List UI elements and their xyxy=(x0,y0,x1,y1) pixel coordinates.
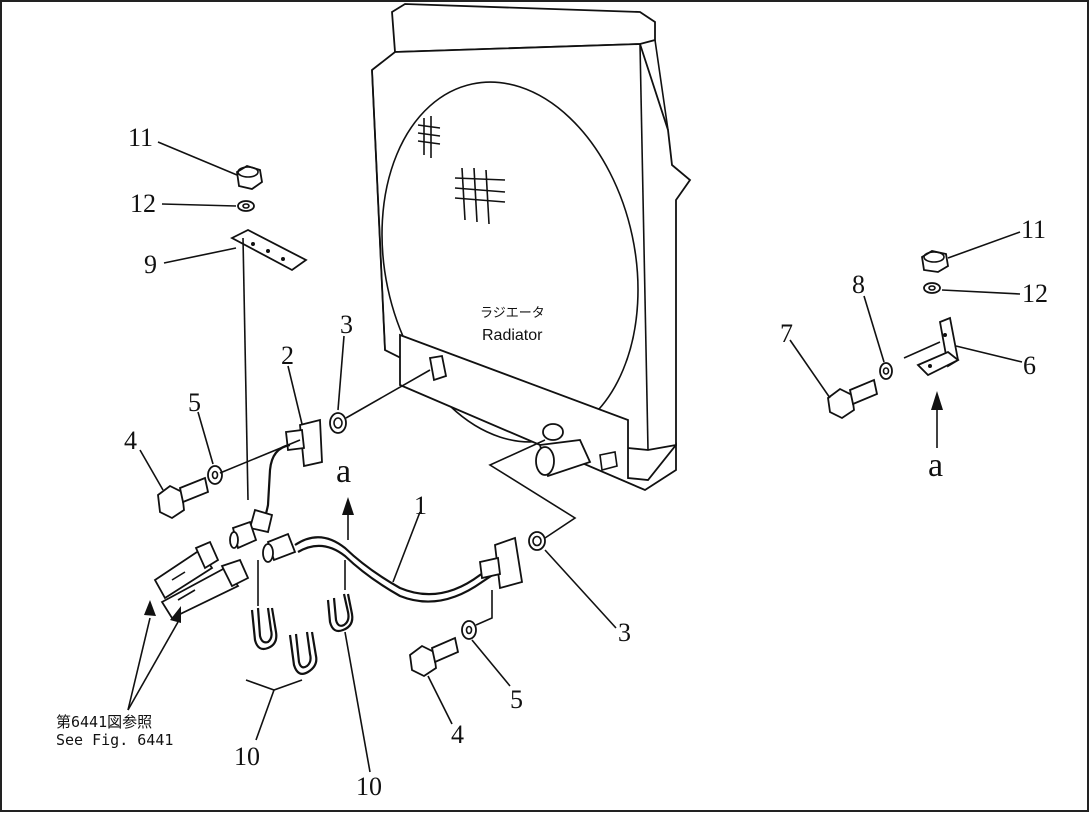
callout-o-ring-lower: 3 xyxy=(618,618,631,647)
callout-lockwasher-left: 12 xyxy=(130,189,156,218)
plate-left xyxy=(230,228,308,272)
assembly-line-bolt-lower xyxy=(475,590,493,626)
view-arrow-right xyxy=(931,391,943,448)
callout-washer-right: 8 xyxy=(852,270,865,299)
callout-nut-right: 11 xyxy=(1021,215,1046,244)
callout-o-ring-upper: 3 xyxy=(340,310,353,339)
u-clamp-left-b xyxy=(288,631,318,675)
bracket-right xyxy=(916,316,960,377)
hose-elbow-left xyxy=(248,508,274,534)
lockwasher-left xyxy=(237,200,255,212)
callout-washer-left: 5 xyxy=(188,388,201,417)
fitting-left-b xyxy=(262,532,297,563)
callout-flange: 2 xyxy=(281,341,294,370)
callout-pipe: 1 xyxy=(414,491,427,520)
radiator-bottom-tank xyxy=(399,333,677,492)
callout-lockwasher-right: 12 xyxy=(1022,279,1048,308)
radiator-left-edge xyxy=(371,69,386,351)
fitting-left-a xyxy=(229,520,258,550)
leader-lines xyxy=(127,141,1023,773)
flange-lower xyxy=(479,536,524,590)
assembly-line-bracket xyxy=(903,341,941,359)
assembly-line-o-ring-upper xyxy=(345,369,431,419)
u-clamp-left-a xyxy=(250,607,278,651)
washer-lower xyxy=(461,620,477,640)
bolt-left xyxy=(157,476,210,520)
o-ring-lower xyxy=(528,531,546,551)
nut-right xyxy=(921,250,949,273)
o-ring-upper xyxy=(329,412,347,434)
assembly-line-plate xyxy=(242,237,249,501)
reference-note-en: See Fig. 6441 xyxy=(56,731,173,749)
washer-left xyxy=(207,465,223,485)
view-marker-right: a xyxy=(928,447,943,484)
hose-ends-left xyxy=(153,540,250,620)
radiator-outlet-upper xyxy=(428,354,448,382)
callout-bolt-lower: 4 xyxy=(451,720,464,749)
assembly-line-o-ring-lower xyxy=(488,439,577,539)
view-marker-center: a xyxy=(336,453,351,490)
arrowhead-hose-a xyxy=(144,600,156,616)
arrowhead-hose-b xyxy=(170,606,181,623)
washer-right xyxy=(879,362,893,380)
core-hatching-center xyxy=(454,167,506,225)
radiator-label-jp: ラジエータ xyxy=(480,306,545,321)
callout-nut-left: 11 xyxy=(128,123,153,152)
reference-note-jp: 第6441図参照 xyxy=(56,713,152,731)
radiator-drain xyxy=(599,451,618,472)
radiator-right-edge xyxy=(639,43,649,451)
pipe-main xyxy=(294,536,496,596)
lockwasher-right xyxy=(923,282,941,294)
radiator-outlet-pipe-end xyxy=(542,423,564,441)
callout-clamp-single: 10 xyxy=(356,772,382,801)
callout-clamp-group: 10 xyxy=(234,742,260,771)
nut-left xyxy=(236,165,263,190)
radiator-label-en: Radiator xyxy=(482,327,543,344)
callout-bolt-left: 4 xyxy=(124,426,137,455)
callout-washer-lower: 5 xyxy=(510,685,523,714)
radiator-side-panel xyxy=(654,39,669,131)
callout-plate-left: 9 xyxy=(144,250,157,279)
radiator-outlet-lower-end xyxy=(535,446,555,476)
callout-bracket-right: 6 xyxy=(1023,351,1036,380)
callout-bolt-right: 7 xyxy=(780,319,793,348)
assembly-line-bolt-left xyxy=(219,439,301,474)
radiator-assembly: ラジエータ Radiator xyxy=(371,3,692,492)
u-clamp-center xyxy=(326,593,354,633)
bolt-lower xyxy=(409,636,460,678)
bolt-right xyxy=(827,378,879,420)
core-hatching-upper xyxy=(417,116,441,158)
view-arrow-center xyxy=(342,497,354,540)
